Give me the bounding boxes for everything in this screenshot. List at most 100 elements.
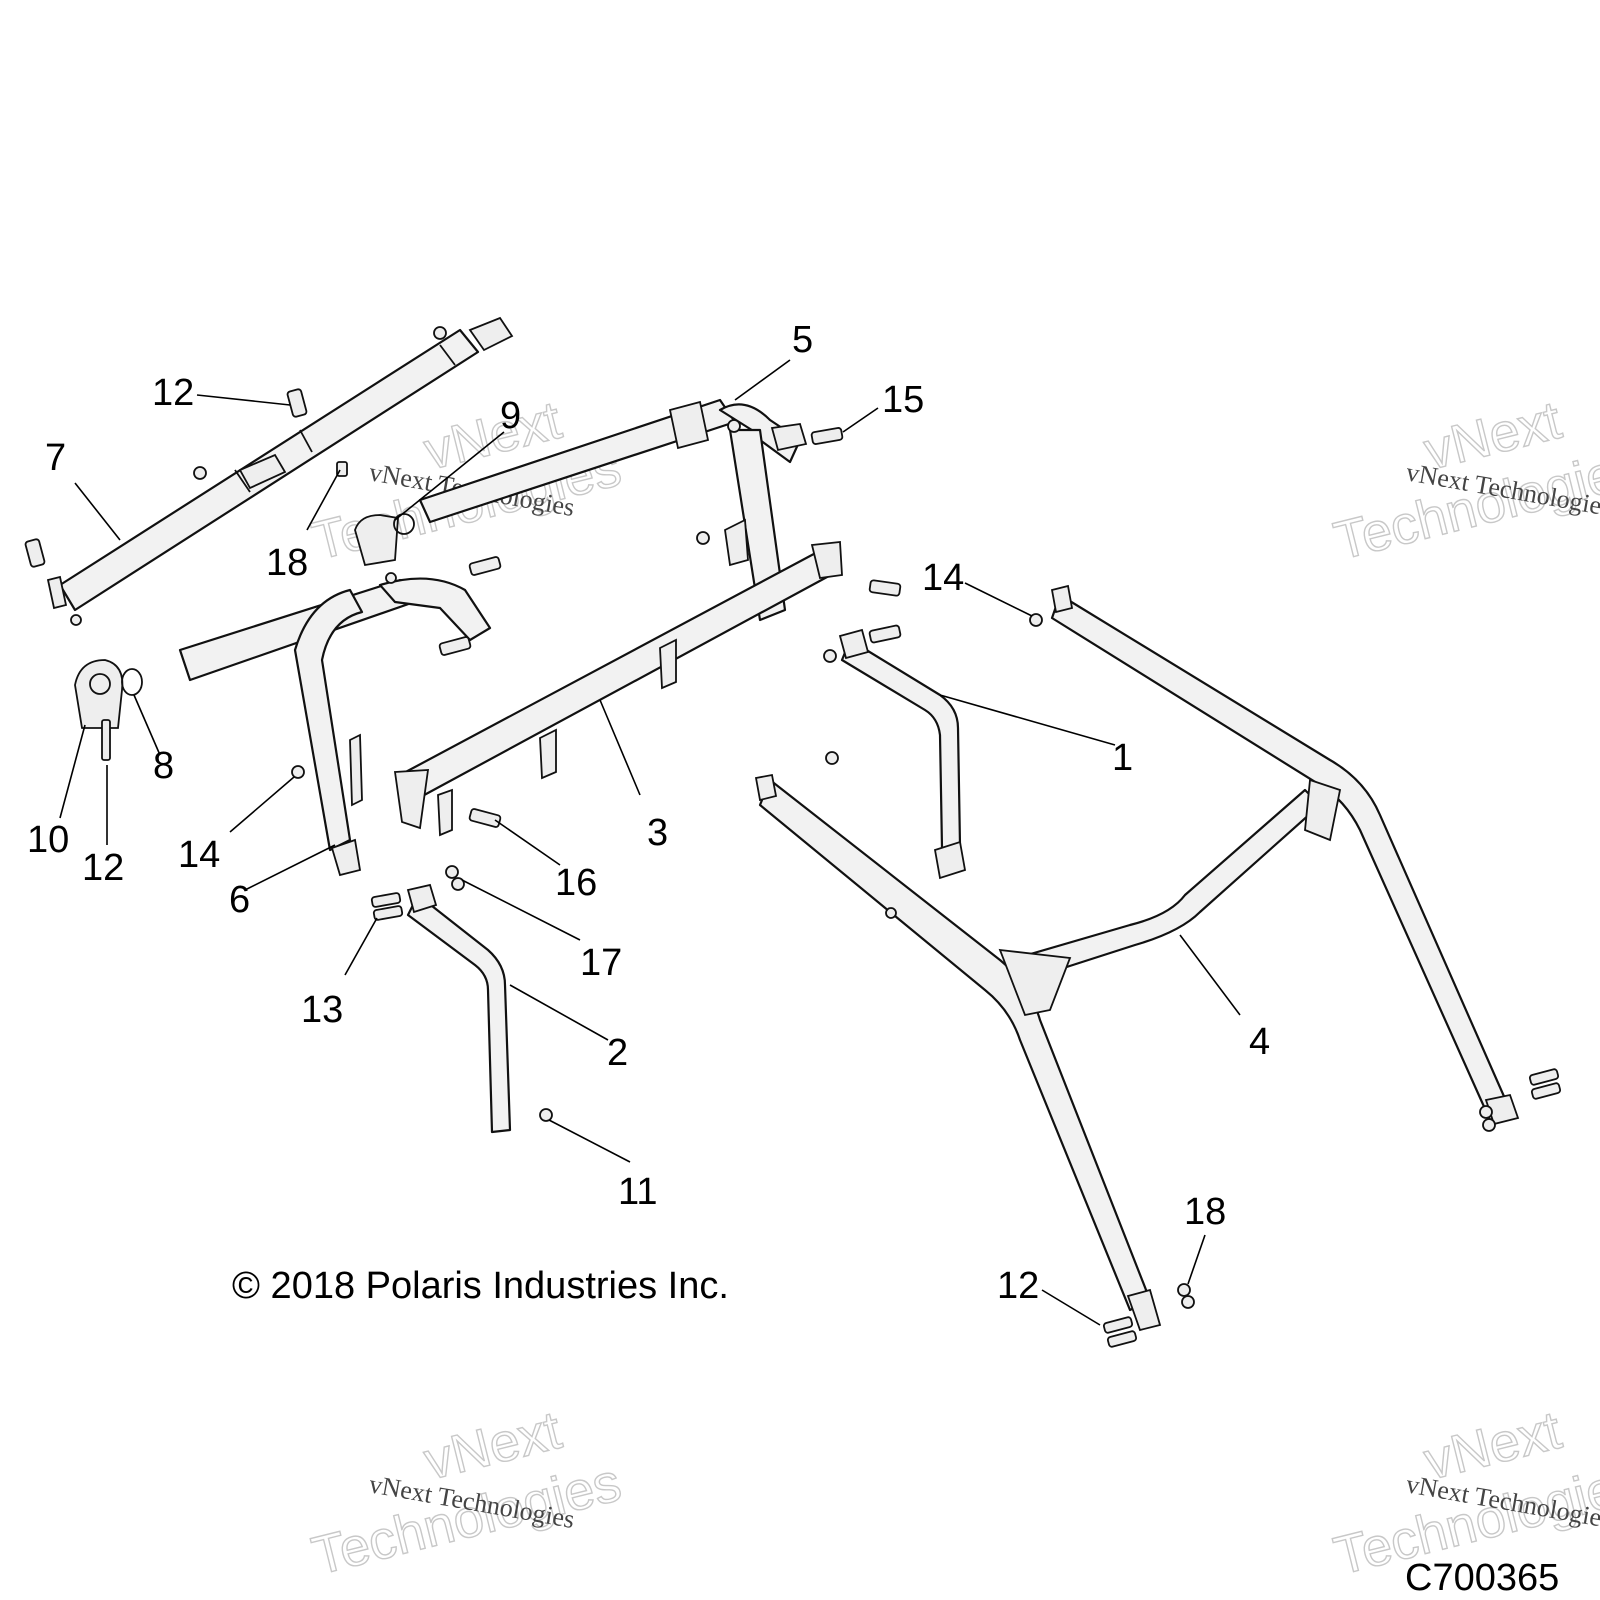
bolt-icon [810, 427, 844, 445]
gusset-icon [1304, 778, 1342, 842]
tab-icon [659, 638, 677, 690]
part-14-nut-right [1029, 613, 1043, 627]
bolt-icon [1106, 1330, 1138, 1348]
mount-bracket-icon [724, 518, 749, 567]
part-18-nut-bottom [1177, 1283, 1195, 1309]
nut-icon [1181, 1295, 1195, 1309]
nut-icon [727, 419, 741, 433]
tab-icon [437, 788, 453, 837]
callout-11: 11 [618, 1171, 657, 1213]
callout-2: 2 [607, 1032, 628, 1074]
callout-13: 13 [301, 989, 343, 1031]
part-7-front-upper-tube [46, 316, 514, 612]
part-5-rear-upper-tube [418, 398, 808, 622]
nut-icon [451, 877, 465, 891]
nut-icon [1482, 1118, 1496, 1132]
nut-icon [825, 751, 839, 765]
nut-icon [193, 466, 207, 480]
nut-icon [1177, 1283, 1191, 1297]
watermark-bottom-center: vNext Technologies vNext Technologies [306, 1399, 628, 1587]
part-9-bracket [354, 513, 415, 567]
mount-bracket-icon [838, 628, 870, 660]
callout-labels: 1 2 3 4 5 6 7 8 9 10 11 12 12 12 13 14 1… [27, 319, 1270, 1307]
bolt-icon [1528, 1068, 1560, 1086]
callout-1: 1 [1112, 737, 1133, 779]
nut-icon [385, 572, 397, 584]
bolt-icon [438, 636, 472, 656]
callout-12-bottom: 12 [997, 1265, 1039, 1307]
tube-end-icon [330, 838, 362, 877]
bolt-icon [24, 538, 46, 568]
watermark-top-right: vNext Technologies vNext Technologies [1328, 389, 1600, 572]
mount-bracket-icon [393, 769, 430, 830]
drawing-code: C700365 [1405, 1557, 1559, 1599]
callout-12-top: 12 [152, 372, 194, 414]
part-8-ring [121, 668, 143, 696]
mount-bracket-icon [668, 400, 710, 450]
part-14-nut-left [291, 765, 305, 779]
callout-3: 3 [647, 812, 668, 854]
nut-icon [433, 326, 447, 340]
gusset-icon [998, 948, 1072, 1017]
mount-bracket-icon [468, 316, 514, 352]
part-11-bolt [539, 1108, 553, 1122]
callout-10: 10 [27, 819, 69, 861]
callout-7: 7 [45, 437, 66, 479]
bolt-icon [868, 624, 902, 644]
bolt-icon [1530, 1082, 1562, 1100]
nut-icon [1029, 613, 1043, 627]
mount-bracket-icon [406, 883, 438, 914]
part-15-bolt [810, 427, 844, 445]
part-6-pillar-tube [178, 556, 502, 877]
part-12-bolt-left [101, 719, 111, 761]
part-16-bolt [468, 808, 502, 828]
nut-icon [70, 614, 82, 626]
nut-icon [885, 907, 897, 919]
part-12-bolt-bottom [1102, 1316, 1138, 1348]
bolt-icon [468, 808, 502, 828]
mount-bracket-icon [349, 733, 363, 807]
callout-14-left: 14 [178, 834, 220, 876]
part-3-cross-bar [393, 541, 843, 837]
callout-5: 5 [792, 319, 813, 361]
callout-14-right: 14 [922, 557, 964, 599]
callout-12-left: 12 [82, 847, 124, 889]
mount-bracket-icon [770, 422, 808, 452]
bolt-icon [868, 579, 902, 597]
mount-bracket-icon [810, 541, 843, 580]
tube-end-icon [1050, 584, 1074, 614]
callout-17: 17 [580, 942, 622, 984]
tab-icon [539, 728, 557, 780]
nut-icon [291, 765, 305, 779]
bolt-icon [539, 1108, 553, 1122]
mount-bracket-icon [238, 453, 287, 490]
part-2-brace [406, 883, 512, 1134]
part-17-nuts [445, 865, 465, 891]
part-13-bolts [370, 892, 404, 921]
bolt-icon [370, 892, 402, 908]
tube-end-icon [754, 773, 778, 802]
bolt-icon [101, 719, 111, 761]
bolt-icon [286, 388, 308, 418]
part-4-rear-cage [754, 584, 1520, 1332]
nut-icon [823, 649, 837, 663]
bolt-icon [1102, 1316, 1134, 1334]
hardware-cluster-right [1479, 1068, 1562, 1132]
bolt-icon [372, 905, 404, 921]
callout-6: 6 [229, 879, 250, 921]
mount-bracket-icon [933, 840, 967, 880]
callout-8: 8 [153, 745, 174, 787]
nut-icon [445, 865, 459, 879]
callout-4: 4 [1249, 1021, 1270, 1063]
copyright-notice: © 2018 Polaris Industries Inc. [232, 1265, 729, 1307]
callout-18-bottom: 18 [1184, 1191, 1226, 1233]
callout-15: 15 [882, 379, 924, 421]
tube-end-icon [1126, 1288, 1162, 1332]
callout-18-top: 18 [266, 542, 308, 584]
nut-icon [1479, 1105, 1493, 1119]
callout-leaders [59, 359, 1241, 1326]
callout-16: 16 [555, 862, 597, 904]
part-10-bracket [74, 659, 124, 729]
tube-end-icon [46, 575, 68, 610]
